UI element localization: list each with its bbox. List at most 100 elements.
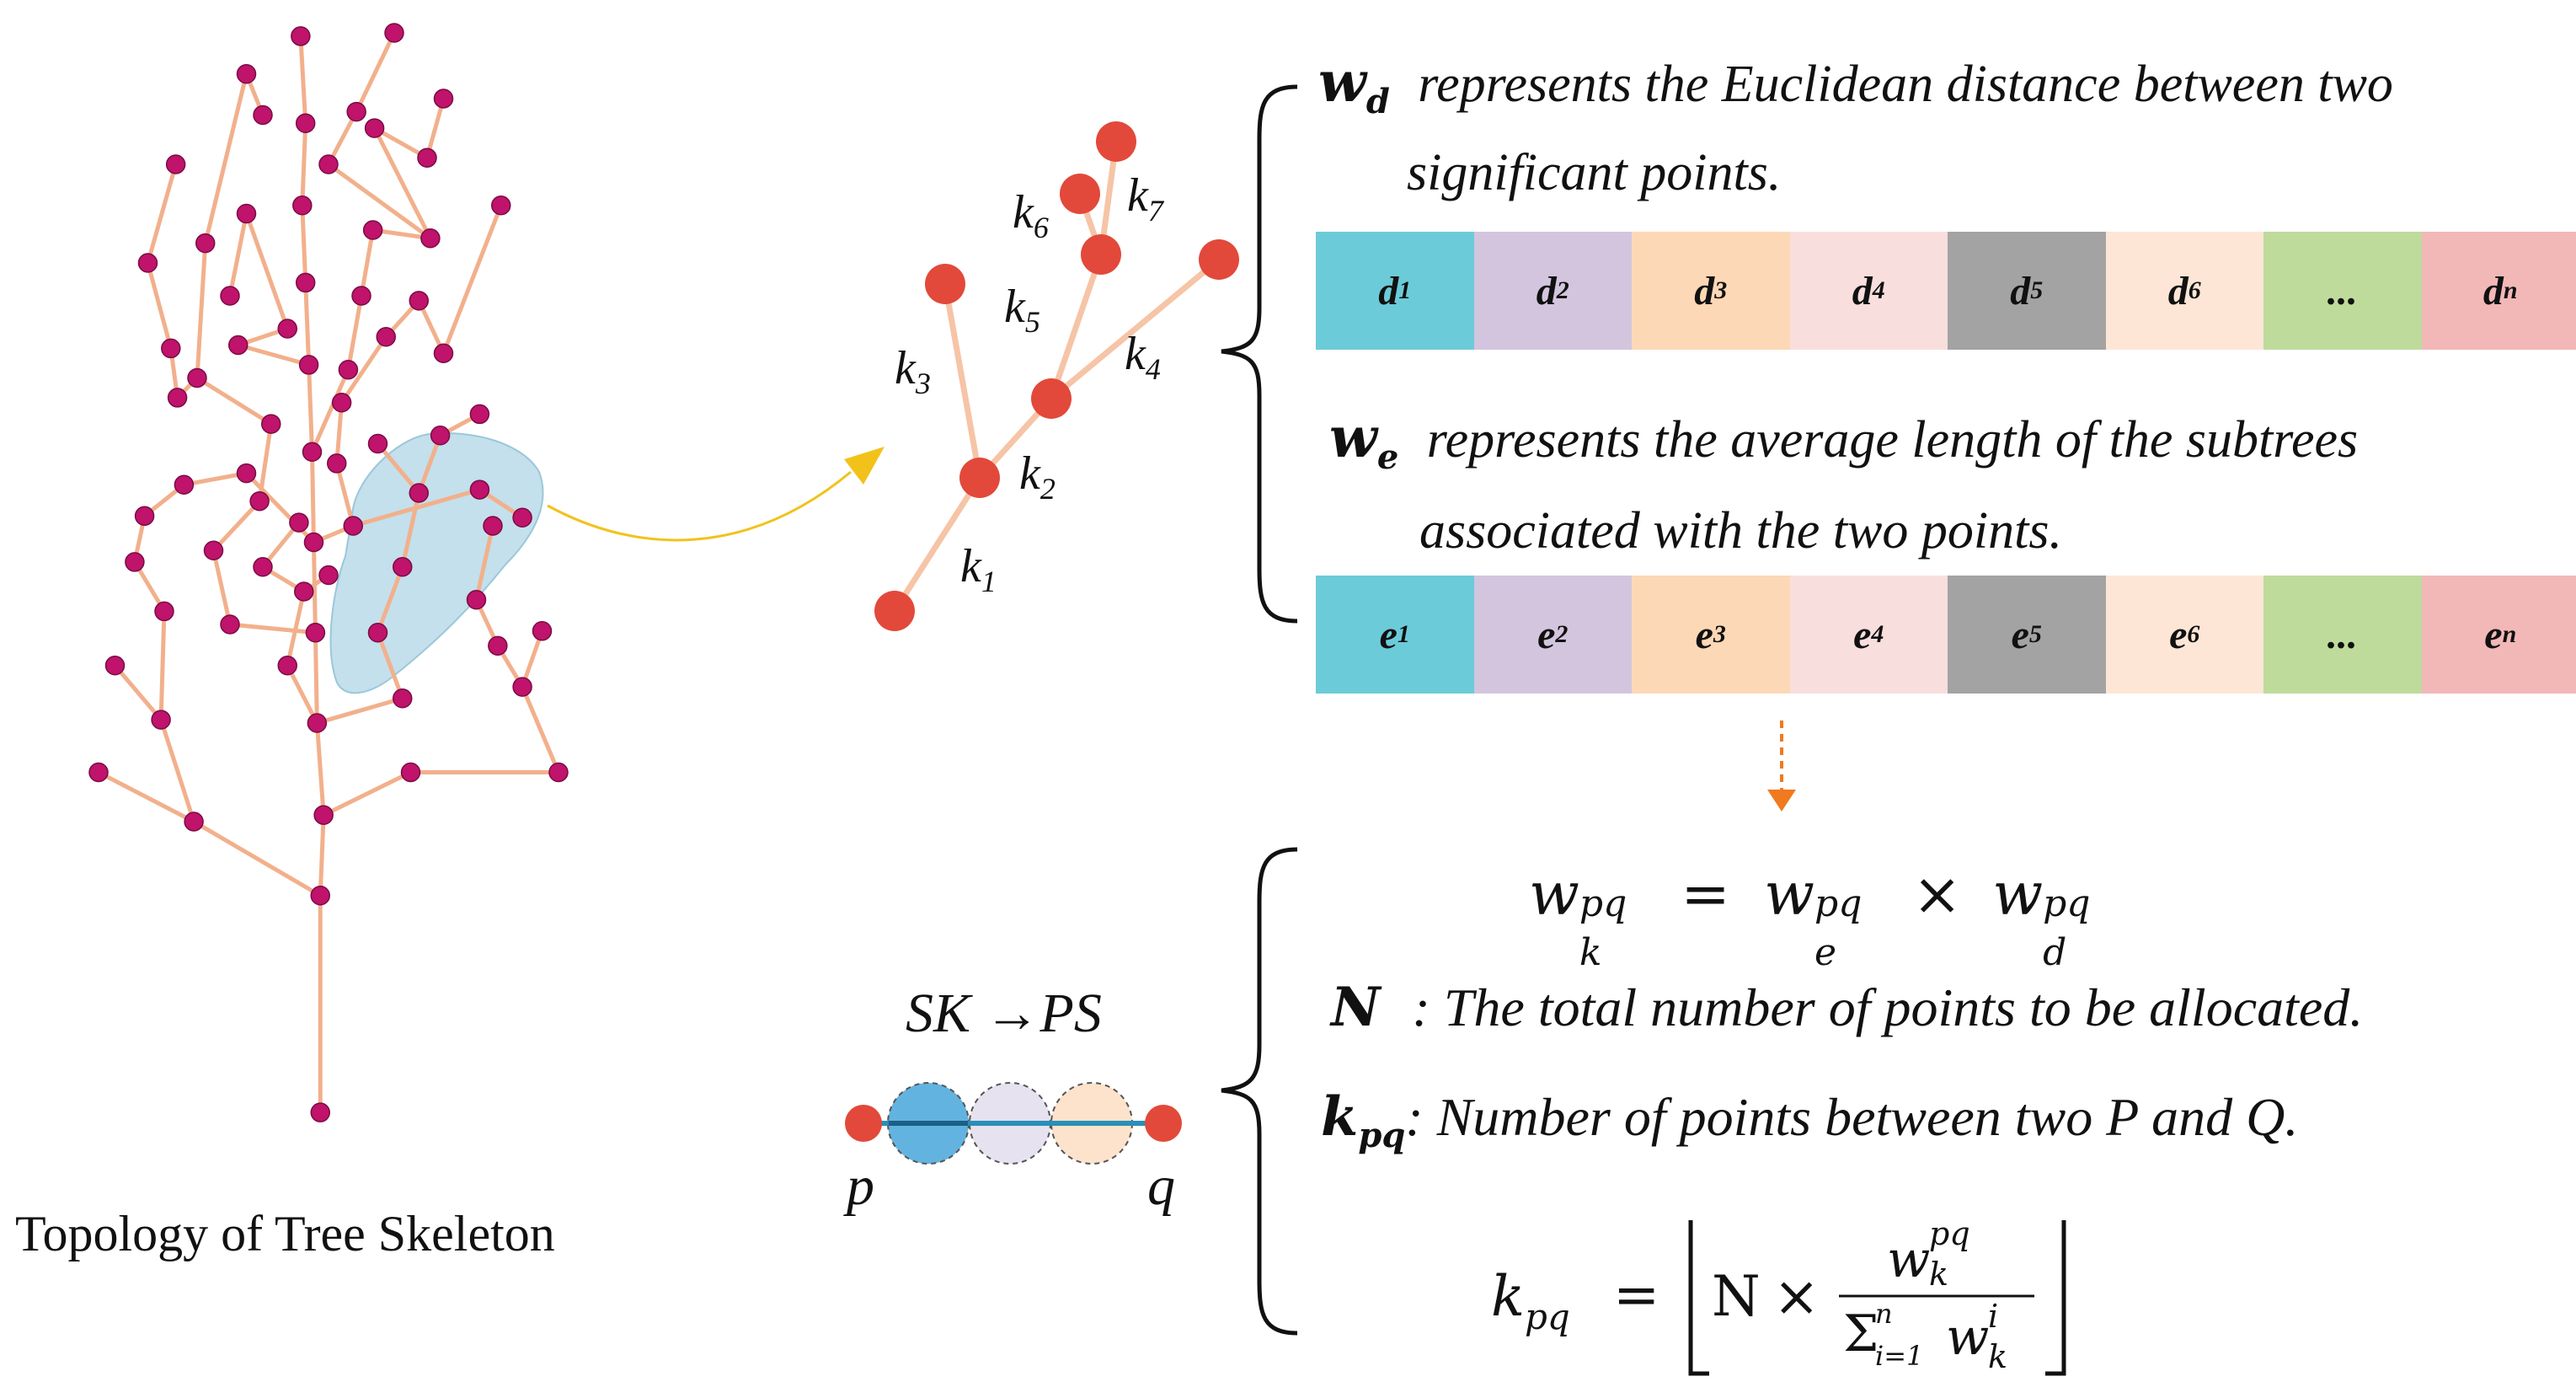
tree-node bbox=[433, 343, 454, 363]
tree-branch bbox=[352, 487, 481, 528]
label-k7: k7 bbox=[1127, 169, 1165, 228]
tree-node bbox=[469, 479, 490, 500]
tree-node bbox=[295, 113, 316, 133]
tree-node bbox=[291, 26, 311, 46]
k-point bbox=[925, 264, 965, 304]
tree-branch bbox=[310, 368, 350, 453]
tree-node bbox=[195, 233, 216, 254]
tree-node bbox=[261, 414, 281, 434]
tree-branch bbox=[203, 73, 249, 244]
tree-node bbox=[303, 532, 324, 553]
tree-node bbox=[134, 506, 155, 527]
tree-node bbox=[367, 433, 388, 454]
tree-node bbox=[512, 507, 532, 528]
tree-node bbox=[161, 338, 181, 359]
tree-node bbox=[253, 104, 273, 126]
tree-branch bbox=[425, 98, 446, 158]
tree-node bbox=[125, 552, 145, 572]
tree-branch bbox=[300, 205, 308, 283]
tree-branch bbox=[441, 204, 504, 355]
tree-node bbox=[151, 710, 171, 730]
tree-branch bbox=[372, 126, 433, 239]
tree-branch bbox=[314, 722, 326, 816]
tree-caption: Topology of Tree Skeleton bbox=[15, 1206, 555, 1261]
d-cell: ... bbox=[2263, 232, 2422, 350]
tree-branch bbox=[300, 123, 308, 206]
sk-ps-diagram bbox=[845, 1082, 1182, 1165]
tree-node bbox=[137, 253, 158, 273]
tree-node bbox=[430, 426, 451, 446]
tree-branch bbox=[192, 819, 322, 897]
k-point bbox=[1081, 234, 1121, 275]
tree-branch bbox=[316, 696, 404, 726]
tree-node bbox=[313, 805, 334, 825]
tree-node bbox=[376, 327, 396, 347]
kpq-formula: kpq = N × w pq k Σ n i=1 w i k bbox=[1491, 1213, 2098, 1382]
tree-node bbox=[104, 656, 126, 676]
zoom-arrow bbox=[547, 447, 884, 542]
tree-branch bbox=[345, 295, 364, 371]
tree-branch bbox=[303, 282, 312, 365]
tree-node bbox=[220, 286, 240, 306]
tree-branch bbox=[373, 126, 429, 160]
k-point bbox=[1096, 121, 1136, 162]
e-cell: ... bbox=[2263, 576, 2422, 694]
label-k6: k6 bbox=[1013, 186, 1049, 244]
tree-node bbox=[469, 404, 490, 425]
tree-branch bbox=[183, 471, 247, 487]
tree-branch bbox=[520, 686, 561, 774]
we-symbol: we bbox=[1329, 404, 1399, 478]
lower-brace bbox=[1221, 847, 1298, 1336]
tree-skeleton bbox=[88, 23, 569, 1122]
weight-formula: w pq k = w pq e × w pq d bbox=[1529, 860, 2091, 974]
tree-branch bbox=[146, 163, 179, 264]
tree-node bbox=[305, 623, 326, 643]
highlighted-subtree-region bbox=[329, 432, 544, 694]
tree-branch bbox=[334, 402, 345, 464]
tree-branch bbox=[211, 500, 261, 552]
tree-node bbox=[488, 635, 508, 656]
tree-node bbox=[289, 512, 309, 533]
tree-node bbox=[236, 463, 257, 484]
tree-node bbox=[331, 393, 352, 413]
wd-definition-line1: wd represents the Euclidean distance bet… bbox=[1318, 49, 2393, 122]
tree-node bbox=[253, 557, 273, 577]
tree-branch bbox=[257, 423, 274, 502]
tree-node bbox=[483, 516, 503, 536]
tree-branch bbox=[285, 591, 307, 667]
tree-branch bbox=[359, 229, 376, 297]
point-q bbox=[1145, 1105, 1182, 1142]
tree-branch bbox=[327, 162, 432, 240]
tree-node bbox=[307, 713, 328, 733]
tree-node bbox=[318, 565, 339, 586]
tree-branch bbox=[416, 434, 442, 494]
tree-branch bbox=[400, 492, 421, 568]
tree-node bbox=[228, 335, 249, 356]
tree-branch bbox=[146, 262, 174, 350]
tree-branch bbox=[326, 110, 359, 166]
tree-branch bbox=[307, 364, 314, 453]
tree-branch bbox=[195, 376, 273, 426]
k-point bbox=[1199, 239, 1239, 280]
tree-node bbox=[318, 154, 339, 174]
tree-node bbox=[236, 203, 257, 224]
tree-node bbox=[400, 762, 421, 783]
k-point bbox=[1060, 174, 1100, 214]
tree-branch bbox=[376, 565, 405, 634]
tree-branch bbox=[334, 463, 355, 527]
tree-node bbox=[292, 196, 313, 216]
tree-branch bbox=[318, 815, 326, 896]
tree-node bbox=[174, 474, 195, 495]
tree-branch bbox=[195, 243, 208, 378]
we-definition-line1: we represents the average length of the … bbox=[1329, 404, 2359, 478]
k-point bbox=[874, 591, 915, 631]
tree-node bbox=[310, 886, 330, 906]
label-q: q bbox=[1147, 1155, 1175, 1217]
